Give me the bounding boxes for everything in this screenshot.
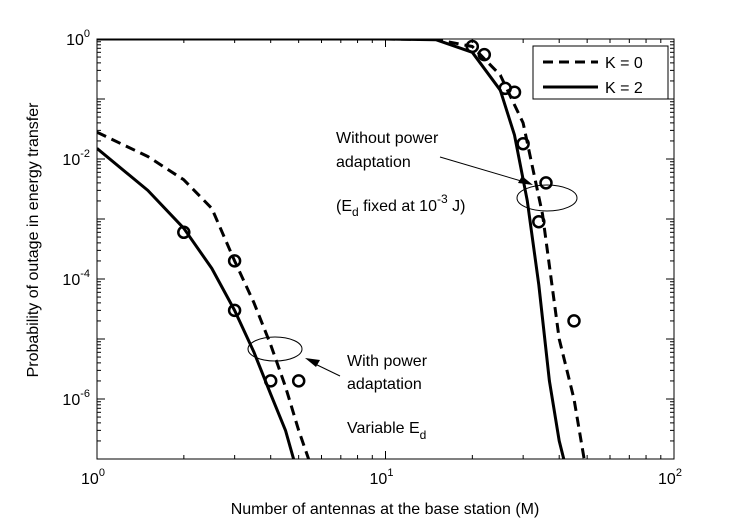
x-tick-label: 101 <box>370 467 394 488</box>
x-tick-base: 10 <box>370 471 388 488</box>
annot-without-arrowhead <box>518 176 533 185</box>
annot-without-sub: d <box>352 205 359 219</box>
annot-with-pre: Variable E <box>347 420 420 437</box>
data-point-marker <box>177 225 191 240</box>
x-tick-label: 100 <box>81 467 105 488</box>
y-tick-base: 10 <box>62 152 80 169</box>
annot-without-pre: (E <box>336 198 352 215</box>
x-tick-base: 10 <box>658 471 676 488</box>
y-tick-label: 10-2 <box>62 148 90 169</box>
legend-label-k0: K = 0 <box>605 55 643 72</box>
data-point-marker <box>516 136 530 151</box>
legend: K = 0 K = 2 <box>532 45 669 100</box>
annotation-without-power: Without power adaptation (Ed fixed at 10… <box>336 130 578 219</box>
annot-with-line2: adaptation <box>347 376 422 393</box>
annot-without-line3: (Ed fixed at 10-3 J) <box>336 192 465 219</box>
data-point-marker <box>507 85 522 99</box>
annot-without-line2: adaptation <box>336 154 411 171</box>
annot-with-ellipse <box>247 336 303 362</box>
y-tick-base: 10 <box>66 32 84 49</box>
x-axis-label: Number of antennas at the base station (… <box>231 501 540 518</box>
x-tick-exponent: 1 <box>387 467 393 479</box>
y-tick-exponent: 0 <box>84 28 90 40</box>
x-tick-label: 102 <box>658 467 682 488</box>
data-point-marker <box>539 176 553 190</box>
y-tick-label: 10-4 <box>62 268 90 289</box>
data-point-marker <box>477 47 492 62</box>
y-tick-exponent: -2 <box>80 148 90 160</box>
y-tick-base: 10 <box>62 392 80 409</box>
annot-without-arrow <box>439 156 529 184</box>
axis-ticks <box>96 39 674 460</box>
data-point-marker <box>263 374 278 388</box>
y-tick-label: 10-6 <box>62 388 90 409</box>
annot-with-line1: With power <box>347 353 428 370</box>
annot-with-arrowhead <box>305 358 320 367</box>
annotation-with-power: With power adaptation Variable Ed <box>247 336 428 442</box>
annot-without-ellipse <box>516 184 578 212</box>
data-point-marker <box>291 374 306 388</box>
x-tick-exponent: 2 <box>676 467 682 479</box>
annot-without-post: J) <box>448 198 466 215</box>
annot-with-line3: Variable Ed <box>347 420 426 442</box>
annot-with-sub: d <box>420 428 427 442</box>
x-tick-exponent: 0 <box>99 467 105 479</box>
y-tick-exponent: -6 <box>80 388 90 400</box>
series-line-without-power-adaptation-k2 <box>97 39 566 459</box>
y-tick-base: 10 <box>62 272 80 289</box>
data-point-marker <box>532 214 546 229</box>
data-point-marker <box>227 303 242 318</box>
y-tick-exponent: -4 <box>80 268 90 280</box>
series-line-with-power-adaptation-k0 <box>97 130 311 459</box>
legend-box <box>532 45 669 100</box>
x-tick-base: 10 <box>81 471 99 488</box>
legend-label-k2: K = 2 <box>605 80 643 97</box>
annot-without-mid: fixed at 10 <box>359 198 437 215</box>
y-tick-label: 100 <box>66 28 90 49</box>
series-line-with-power-adaptation-k2 <box>97 147 296 459</box>
data-point-marker <box>227 254 242 268</box>
annot-without-line1: Without power <box>336 130 439 147</box>
data-point-marker <box>567 314 581 328</box>
annot-without-sup: -3 <box>437 192 448 206</box>
y-axis-label: Probability of outage in energy transfer <box>25 102 42 378</box>
